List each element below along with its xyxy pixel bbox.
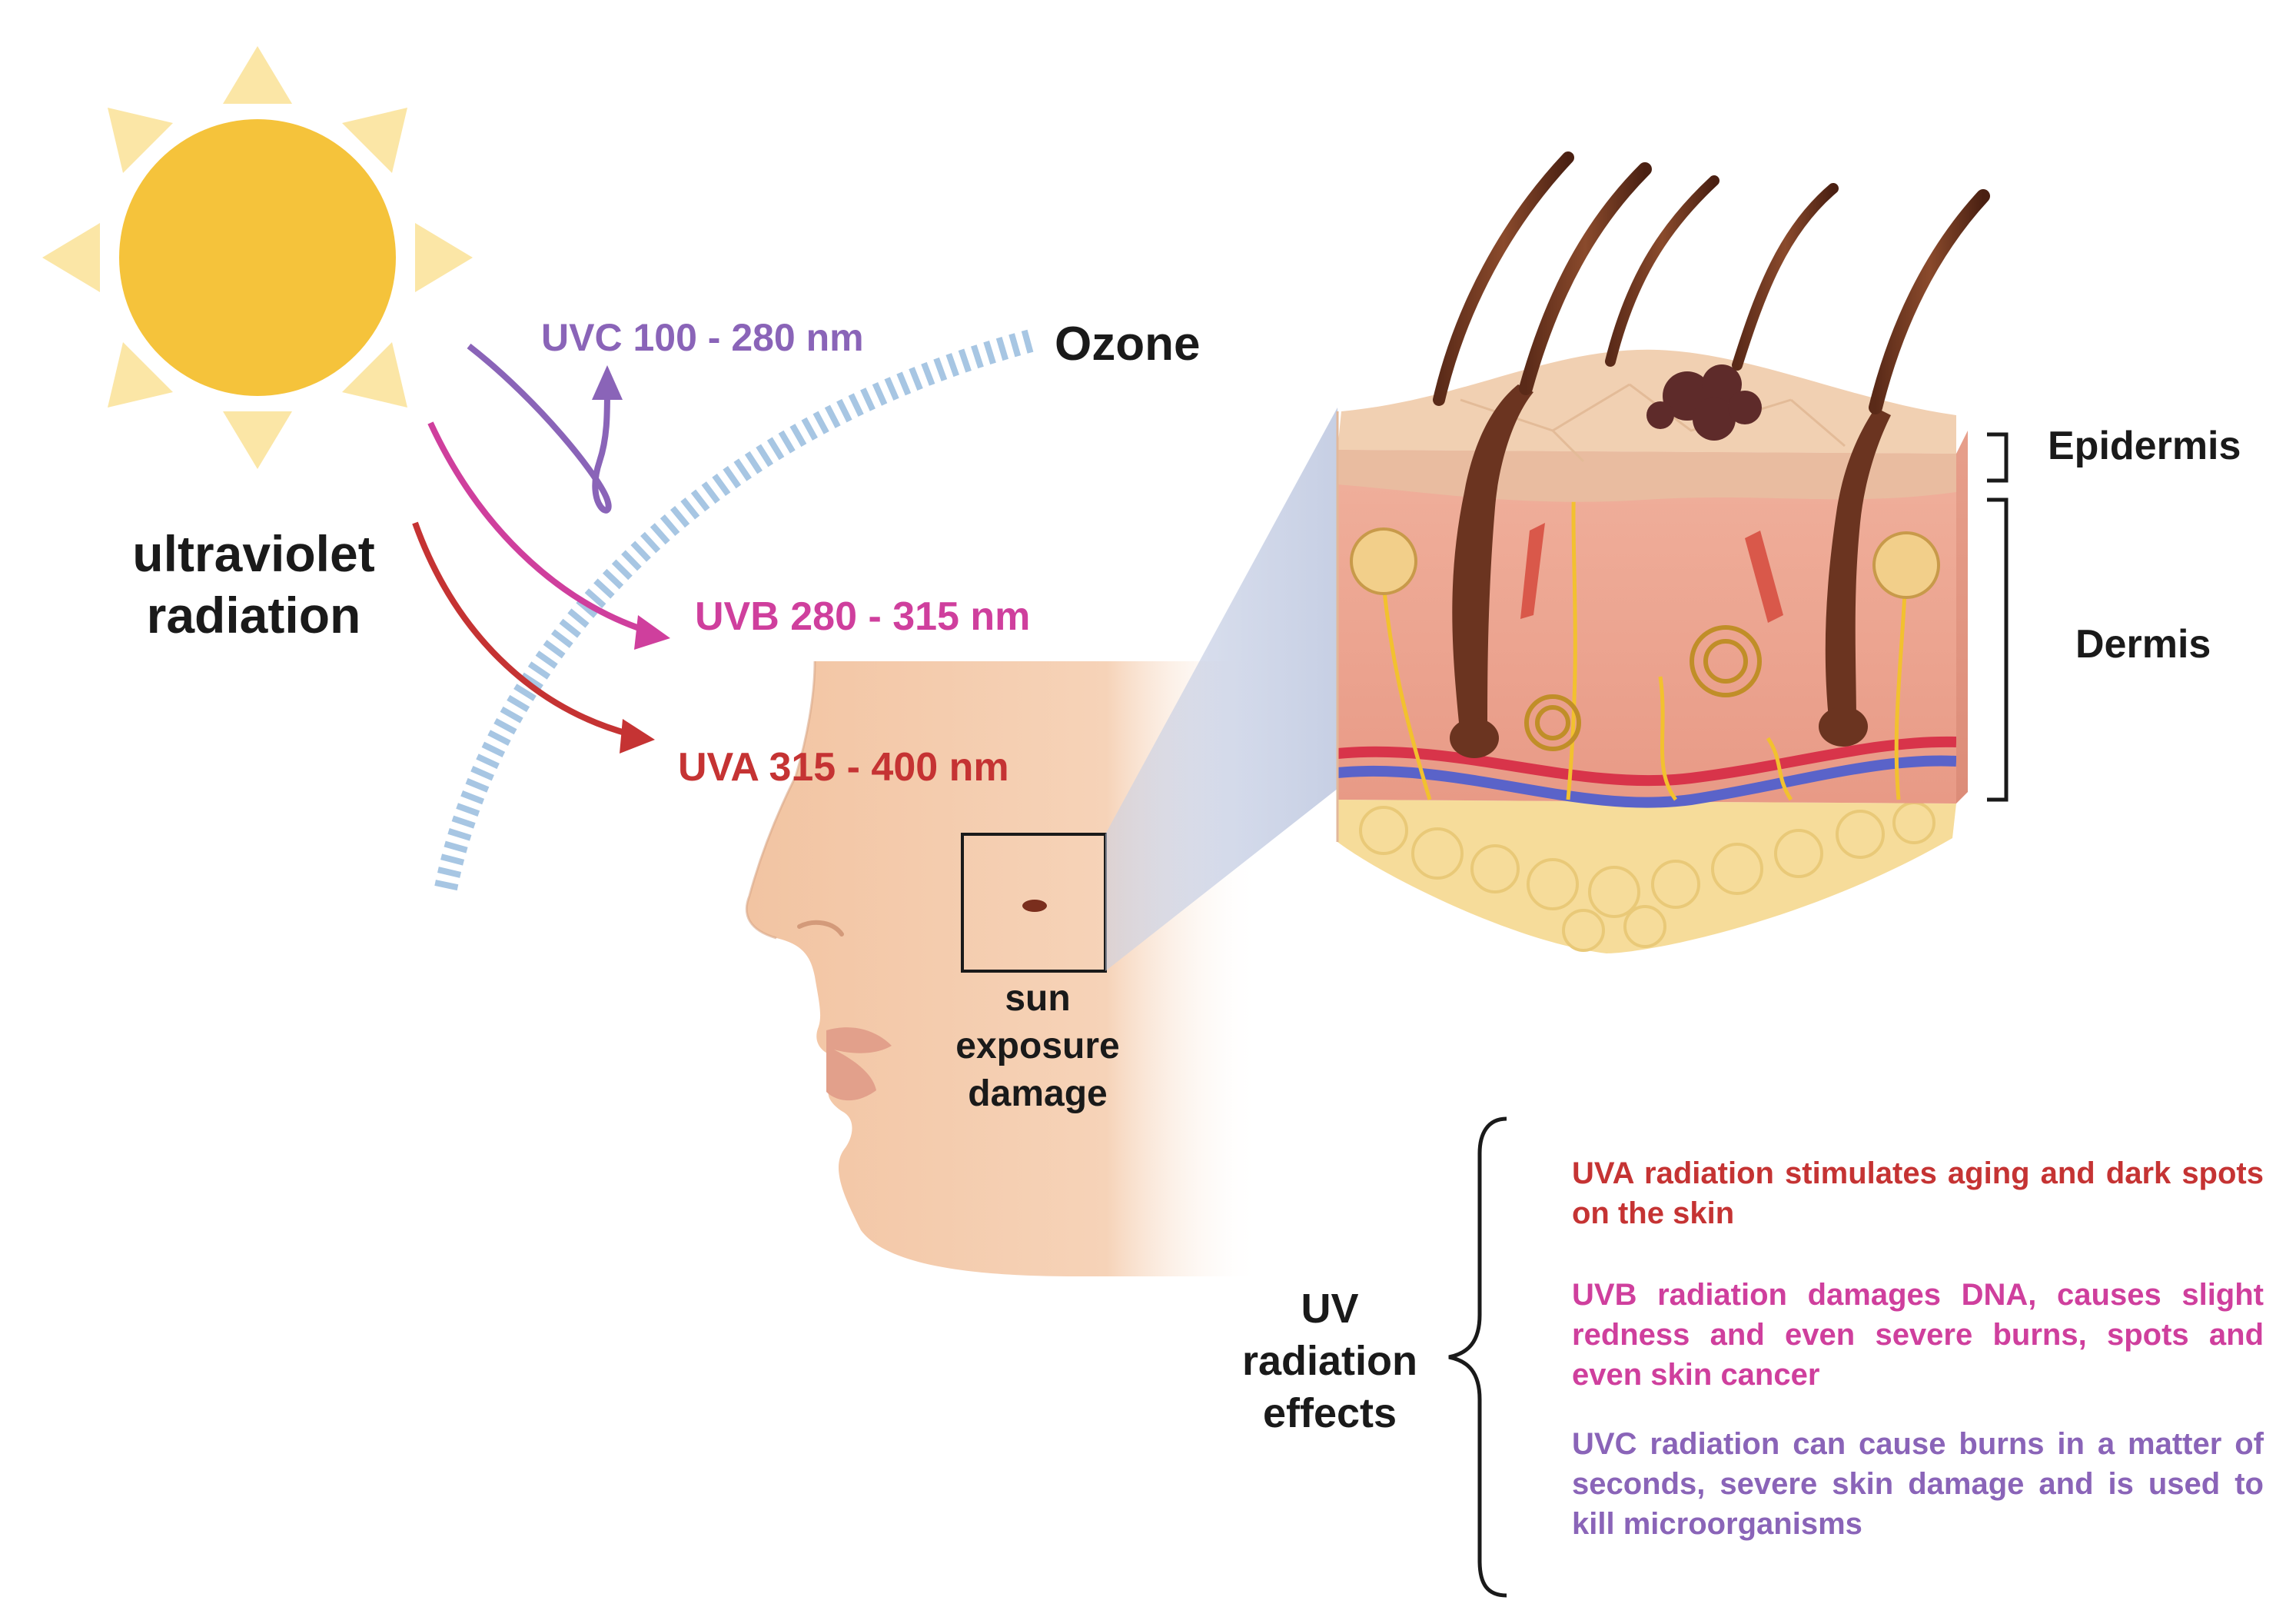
hair-follicle xyxy=(1819,408,1891,747)
sun-ray xyxy=(223,411,292,469)
artery xyxy=(1337,736,1957,787)
hair-follicle xyxy=(1450,384,1533,758)
sun-ray xyxy=(42,223,100,292)
inset-label-line: exposure xyxy=(955,1026,1120,1066)
title-line: radiation xyxy=(146,587,361,644)
fat-layer xyxy=(1337,800,1956,953)
sun-ray xyxy=(415,223,473,292)
uvc-arrow xyxy=(467,343,623,514)
ozone-layer xyxy=(434,328,1037,890)
uva-arrow xyxy=(412,521,655,754)
effects-title-line: effects xyxy=(1262,1390,1397,1436)
effects-title-line: radiation xyxy=(1241,1338,1418,1384)
uv-radiation-title: ultraviolet radiation xyxy=(92,523,415,646)
uvb-effect-text: UVB radiation damages DNA, causes slight… xyxy=(1572,1278,2264,1392)
sun-ray xyxy=(342,108,407,173)
zoom-cone xyxy=(1105,408,1353,971)
fat-cells xyxy=(1359,801,1935,952)
sun-disc xyxy=(119,119,396,396)
dermis-bracket xyxy=(1987,497,2009,802)
uva-label: UVA 315 - 400 nm xyxy=(678,745,1009,790)
nostril xyxy=(797,920,844,937)
sebaceous-gland xyxy=(1350,527,1940,599)
vein xyxy=(1337,755,1957,808)
lips xyxy=(826,1027,892,1101)
ozone-label: Ozone xyxy=(1055,318,1201,371)
sun-ray xyxy=(108,108,173,173)
effects-title-line: UV xyxy=(1301,1286,1359,1332)
sun-ray xyxy=(223,46,292,104)
uva-effect-text: UVA radiation stimulates aging and dark … xyxy=(1572,1156,2264,1230)
uvc-effect-text: UVC radiation can cause burns in a matte… xyxy=(1572,1427,2264,1541)
sun-ray xyxy=(342,342,407,408)
skin-cross-section xyxy=(1336,151,1990,953)
effects-curly-brace xyxy=(1448,1116,1507,1598)
skin-lesion xyxy=(1022,900,1047,912)
uvb-arrow xyxy=(427,421,670,650)
uvb-label: UVB 280 - 315 nm xyxy=(695,594,1031,639)
inset-label-line: damage xyxy=(968,1073,1108,1114)
arrector-muscle xyxy=(1520,523,1545,619)
uvc-label: UVC 100 - 280 nm xyxy=(541,316,864,359)
sun-icon xyxy=(42,46,473,469)
hair-shafts xyxy=(1433,151,1990,414)
inset-label-line: sun xyxy=(1005,978,1071,1019)
epidermis-label: Epidermis xyxy=(2048,424,2241,468)
sweat-gland xyxy=(1524,625,1762,751)
sun-exposure-label: sun exposure damage xyxy=(907,975,1168,1118)
dermis-side xyxy=(1956,431,1968,804)
effects-title: UV radiation effects xyxy=(1207,1283,1453,1439)
title-line: ultraviolet xyxy=(132,525,375,582)
arrector-muscle xyxy=(1745,531,1783,623)
sun-ray xyxy=(108,342,173,408)
epidermis-bracket xyxy=(1987,432,2009,483)
dermis-label: Dermis xyxy=(2075,622,2211,667)
melanoma-spot xyxy=(1646,364,1762,441)
